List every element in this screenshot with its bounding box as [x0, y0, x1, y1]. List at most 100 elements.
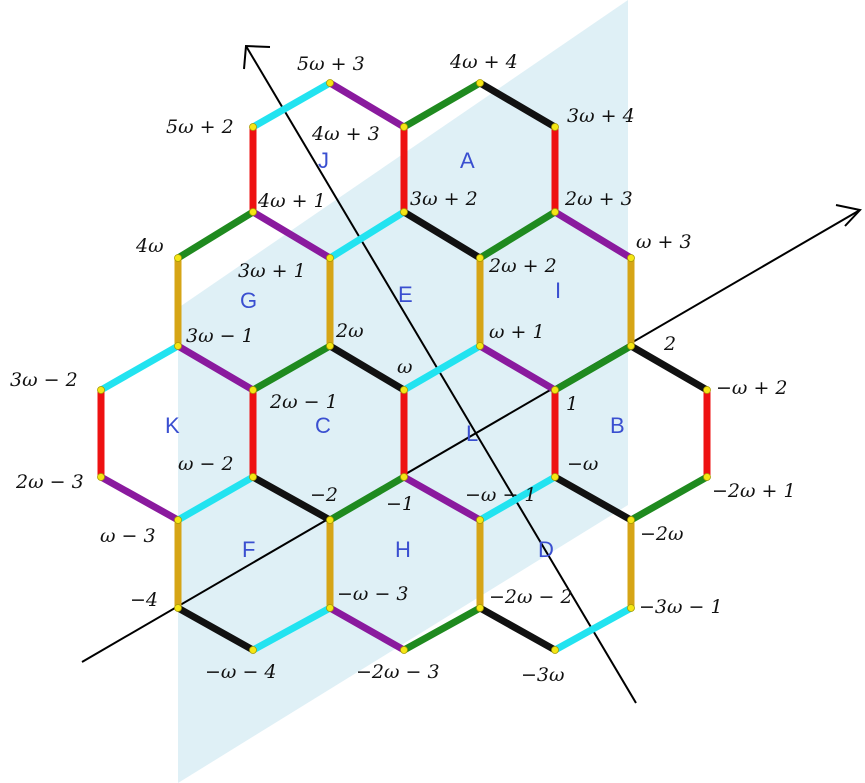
- vertex-label: −ω − 4: [205, 661, 277, 683]
- edge: [174, 473, 257, 524]
- edge: [174, 208, 257, 262]
- vertex-dot: [326, 516, 334, 524]
- edge: [551, 604, 635, 654]
- edge: [400, 79, 484, 131]
- hexagon-label-f: F: [242, 537, 255, 562]
- axis-arrowhead-b: [243, 44, 271, 70]
- vertex-label: 3ω − 2: [10, 369, 78, 391]
- vertex-label: 4ω + 3: [311, 123, 380, 145]
- vertex-label: −ω − 1: [465, 484, 537, 506]
- vertex-dot: [703, 473, 711, 481]
- vertex-label: ω: [397, 356, 413, 378]
- vertex-dot: [249, 473, 257, 481]
- edge: [627, 342, 711, 394]
- vertex-label: −3ω − 1: [639, 596, 723, 618]
- edge: [97, 342, 182, 394]
- vertex-dot: [174, 516, 182, 524]
- hexagon-edges: [97, 79, 711, 654]
- edge: [326, 79, 408, 131]
- edge: [97, 473, 182, 524]
- vertex-dot: [326, 79, 334, 87]
- vertex-dot: [249, 646, 257, 654]
- vertex-dot: [551, 208, 559, 216]
- edge: [476, 208, 559, 262]
- vertex-label: 2ω + 3: [564, 188, 633, 210]
- vertex-label: ω − 2: [178, 453, 234, 475]
- vertex-value-labels: 5ω + 3 4ω + 4 5ω + 2 4ω + 3 3ω + 4 3ω + …: [10, 51, 796, 686]
- hexagon-label-l: L: [466, 421, 478, 446]
- vertex-dot: [326, 254, 334, 262]
- vertex-dot: [400, 646, 408, 654]
- edge: [249, 604, 334, 654]
- vertex-label: −ω + 2: [716, 377, 788, 399]
- edge: [326, 604, 408, 654]
- hexagon-label-b: B: [610, 413, 625, 438]
- vertex-dot: [249, 123, 257, 131]
- hexagon-label-e: E: [398, 282, 413, 307]
- vertex-dot: [400, 386, 408, 394]
- vertex-label: 2ω − 1: [269, 391, 338, 413]
- edge: [476, 473, 559, 524]
- hexagon-letters: A B C D E F G H I J K L: [165, 148, 625, 562]
- hexagon-label-i: I: [555, 278, 561, 303]
- vertex-label: 3ω + 1: [238, 260, 306, 282]
- edge: [551, 473, 635, 524]
- edge: [551, 342, 635, 394]
- edge: [174, 604, 257, 654]
- vertex-label: −2ω − 2: [489, 586, 573, 608]
- vertex-dot: [249, 208, 257, 216]
- hexagon-label-g: G: [240, 288, 257, 313]
- vertex-label: 2: [663, 333, 676, 355]
- vertex-label: 5ω + 2: [166, 116, 234, 138]
- axes: [81, 44, 862, 704]
- edge: [627, 473, 711, 524]
- vertex-label: −2ω + 1: [712, 480, 796, 502]
- edge: [400, 342, 484, 394]
- vertex-label: ω + 3: [636, 231, 692, 253]
- vertex-label: −3ω: [521, 664, 565, 686]
- edge: [174, 342, 257, 394]
- vertex-label: 4ω + 4: [449, 51, 518, 73]
- vertex-label: 2ω − 3: [15, 471, 84, 493]
- vertex-label: −2ω: [640, 523, 684, 545]
- vertex-label: 1: [566, 393, 578, 415]
- vertex-dot: [476, 342, 484, 350]
- vertex-label: 2ω + 2: [488, 255, 557, 277]
- hexagon-label-j: J: [318, 148, 329, 173]
- vertex-dot: [551, 473, 559, 481]
- vertex-dot: [551, 646, 559, 654]
- vertex-label: −2: [310, 484, 338, 506]
- vertex-label: 4ω + 1: [257, 190, 326, 212]
- edge: [249, 79, 334, 131]
- vertex-dot: [174, 254, 182, 262]
- hexagon-label-a: A: [460, 148, 475, 173]
- vertex-label: −4: [130, 589, 158, 611]
- vertex-dot: [326, 342, 334, 350]
- hexagon-label-h: H: [395, 537, 411, 562]
- vertex-dot: [400, 473, 408, 481]
- vertex-dot: [400, 123, 408, 131]
- vertex-label: ω − 3: [100, 525, 156, 547]
- edge: [400, 473, 484, 524]
- vertex-label: 3ω − 1: [186, 325, 254, 347]
- edge: [326, 208, 408, 262]
- vertex-label: 3ω + 2: [410, 188, 478, 210]
- edge: [476, 342, 559, 394]
- vertex-dot: [174, 342, 182, 350]
- vertex-label: −2ω − 3: [356, 661, 440, 683]
- vertex-dot: [97, 473, 105, 481]
- edge: [551, 208, 635, 262]
- vertex-label: −1: [386, 493, 414, 515]
- vertex-dot: [551, 123, 559, 131]
- vertex-dot: [476, 604, 484, 612]
- axis-arrowhead-a: [835, 204, 862, 227]
- vertex-dot: [476, 79, 484, 87]
- edge: [249, 342, 334, 394]
- edge: [326, 342, 408, 394]
- vertex-label: 4ω: [135, 235, 164, 257]
- edge: [476, 79, 559, 131]
- vertex-label: 5ω + 3: [297, 53, 365, 75]
- vertex-dot: [476, 254, 484, 262]
- vertex-label: ω + 1: [489, 321, 545, 343]
